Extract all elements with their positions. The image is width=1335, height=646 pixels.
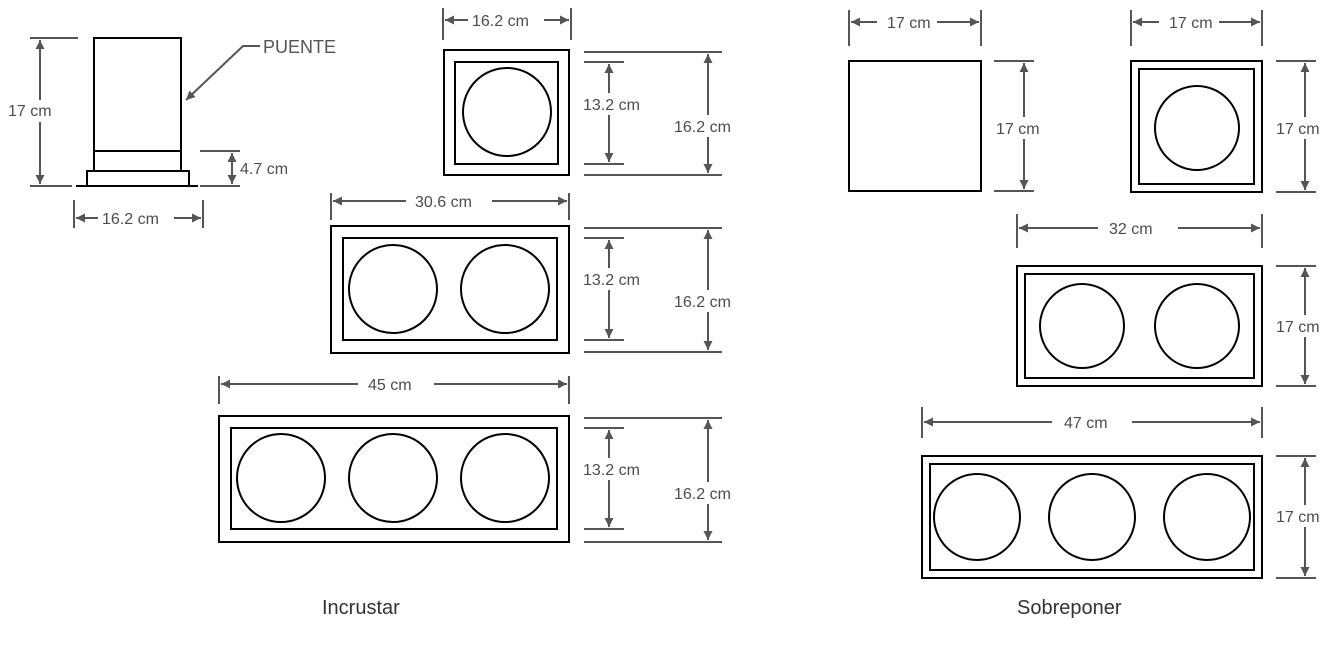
base-height-label: 4.7 cm: [240, 161, 288, 178]
frame-inner: [230, 427, 558, 530]
frame-outer: [443, 49, 570, 176]
puente-label: PUENTE: [263, 37, 336, 57]
lamp-circle: [348, 433, 438, 523]
lamp-collar: [93, 150, 182, 172]
height-label: 17 cm: [1276, 509, 1320, 526]
lamp-circle: [1154, 85, 1240, 171]
incrustar-double: 30.6 cm 13.2 cm 16.2 cm: [330, 190, 744, 354]
lamp-circle: [236, 433, 326, 523]
sobreponer-square: 17 cm 17 cm: [848, 10, 1054, 192]
width-label: 30.6 cm: [415, 194, 472, 211]
base-width-label: 16.2 cm: [102, 211, 159, 228]
inner-height-label: 13.2 cm: [583, 462, 640, 479]
outer-height-label: 16.2 cm: [674, 294, 731, 311]
sobreponer-double: 32 cm 17 cm: [1016, 214, 1334, 387]
lamp-base: [86, 170, 190, 187]
frame-outer: [218, 415, 570, 543]
width-label: 47 cm: [1064, 415, 1108, 432]
lamp-circle: [1163, 473, 1251, 561]
width-label: 32 cm: [1109, 221, 1153, 238]
frame-outer: [330, 225, 570, 354]
outer-height-label: 16.2 cm: [674, 119, 731, 136]
lamp-circle: [933, 473, 1021, 561]
width-label: 17 cm: [887, 15, 931, 32]
height-label: 17 cm: [1276, 121, 1320, 138]
frame-outer: [1130, 60, 1263, 193]
incrustar-single: 16.2 cm 13.2 cm 16.2 cm: [442, 8, 744, 176]
width-label: 17 cm: [1169, 15, 1213, 32]
lamp-circle: [460, 433, 550, 523]
width-label: 16.2 cm: [472, 13, 529, 30]
puente-leader: [185, 45, 260, 101]
lamp-body: [93, 37, 182, 152]
lamp-circle: [348, 244, 438, 334]
frame-inner: [1024, 273, 1255, 379]
inner-height-label: 13.2 cm: [583, 97, 640, 114]
frame-inner: [1138, 68, 1255, 185]
sobreponer-caption: Sobreponer: [1017, 597, 1122, 619]
incrustar-caption: Incrustar: [322, 597, 400, 619]
lamp-circle: [462, 67, 552, 157]
height-label: 17 cm: [996, 121, 1040, 138]
frame-outer: [1016, 265, 1263, 387]
outer-height-label: 16.2 cm: [674, 486, 731, 503]
frame-inner: [929, 463, 1255, 571]
square-housing: [848, 60, 982, 192]
sobreponer-single: 17 cm 17 cm: [1130, 10, 1334, 193]
frame-inner: [342, 237, 558, 341]
lamp-circle: [1154, 283, 1240, 369]
inner-height-label: 13.2 cm: [583, 272, 640, 289]
sobreponer-triple: 47 cm 17 cm: [921, 407, 1334, 579]
frame-inner: [454, 61, 559, 165]
frame-outer: [921, 455, 1263, 579]
side-view: 17 cm 4.7 cm 16.2 cm PUENTE: [6, 37, 336, 229]
incrustar-triple: 45 cm 13.2 cm 16.2 cm: [218, 373, 744, 543]
height-label: 17 cm: [1276, 319, 1320, 336]
lamp-circle: [1048, 473, 1136, 561]
lamp-circle: [1039, 283, 1125, 369]
lamp-circle: [460, 244, 550, 334]
height-label: 17 cm: [8, 103, 52, 120]
width-label: 45 cm: [368, 377, 412, 394]
